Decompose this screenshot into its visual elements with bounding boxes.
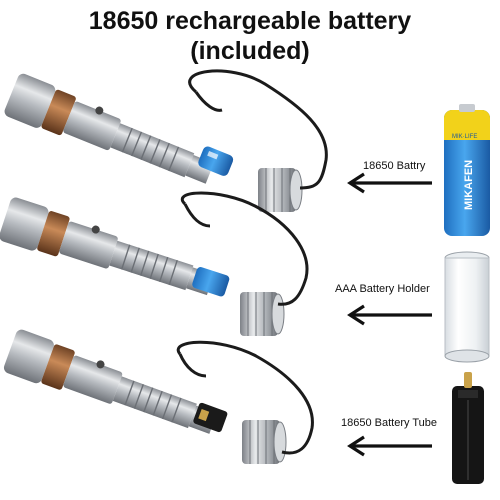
label-aaa-battery-holder: AAA Battery Holder	[335, 283, 430, 295]
end-cap-3	[242, 420, 287, 464]
label-18650-battery: 18650 Battry	[363, 160, 426, 172]
battery-brand-text: MIKAFEN	[463, 160, 475, 210]
battery-in-flashlight-1	[198, 146, 234, 176]
flashlight-2	[0, 197, 214, 296]
label-18650-battery-tube: 18650 Battery Tube	[341, 417, 438, 429]
header-title-line2: (included)	[190, 37, 310, 65]
header-title-line1: 18650 rechargeable battery	[88, 7, 412, 35]
arrow-battery	[347, 172, 432, 194]
battery-18650: MIKAFEN MIK·LIFE	[444, 104, 490, 236]
tube-in-flashlight-3	[193, 402, 228, 433]
arrow-holder	[347, 304, 432, 326]
aaa-holder-in-flashlight-2	[192, 267, 230, 297]
battery-small-text: MIK·LIFE	[452, 134, 477, 140]
lanyard-1	[188, 69, 328, 190]
flashlight-3	[3, 329, 217, 434]
arrow-tube	[347, 435, 432, 457]
lanyard-3	[176, 340, 314, 455]
battery-tube-18650	[452, 372, 484, 484]
lanyard-2	[180, 191, 309, 306]
end-cap-1	[258, 168, 303, 212]
flashlight-1	[4, 73, 214, 184]
aaa-battery-holder-tube	[444, 251, 490, 363]
end-cap-2	[240, 292, 285, 336]
